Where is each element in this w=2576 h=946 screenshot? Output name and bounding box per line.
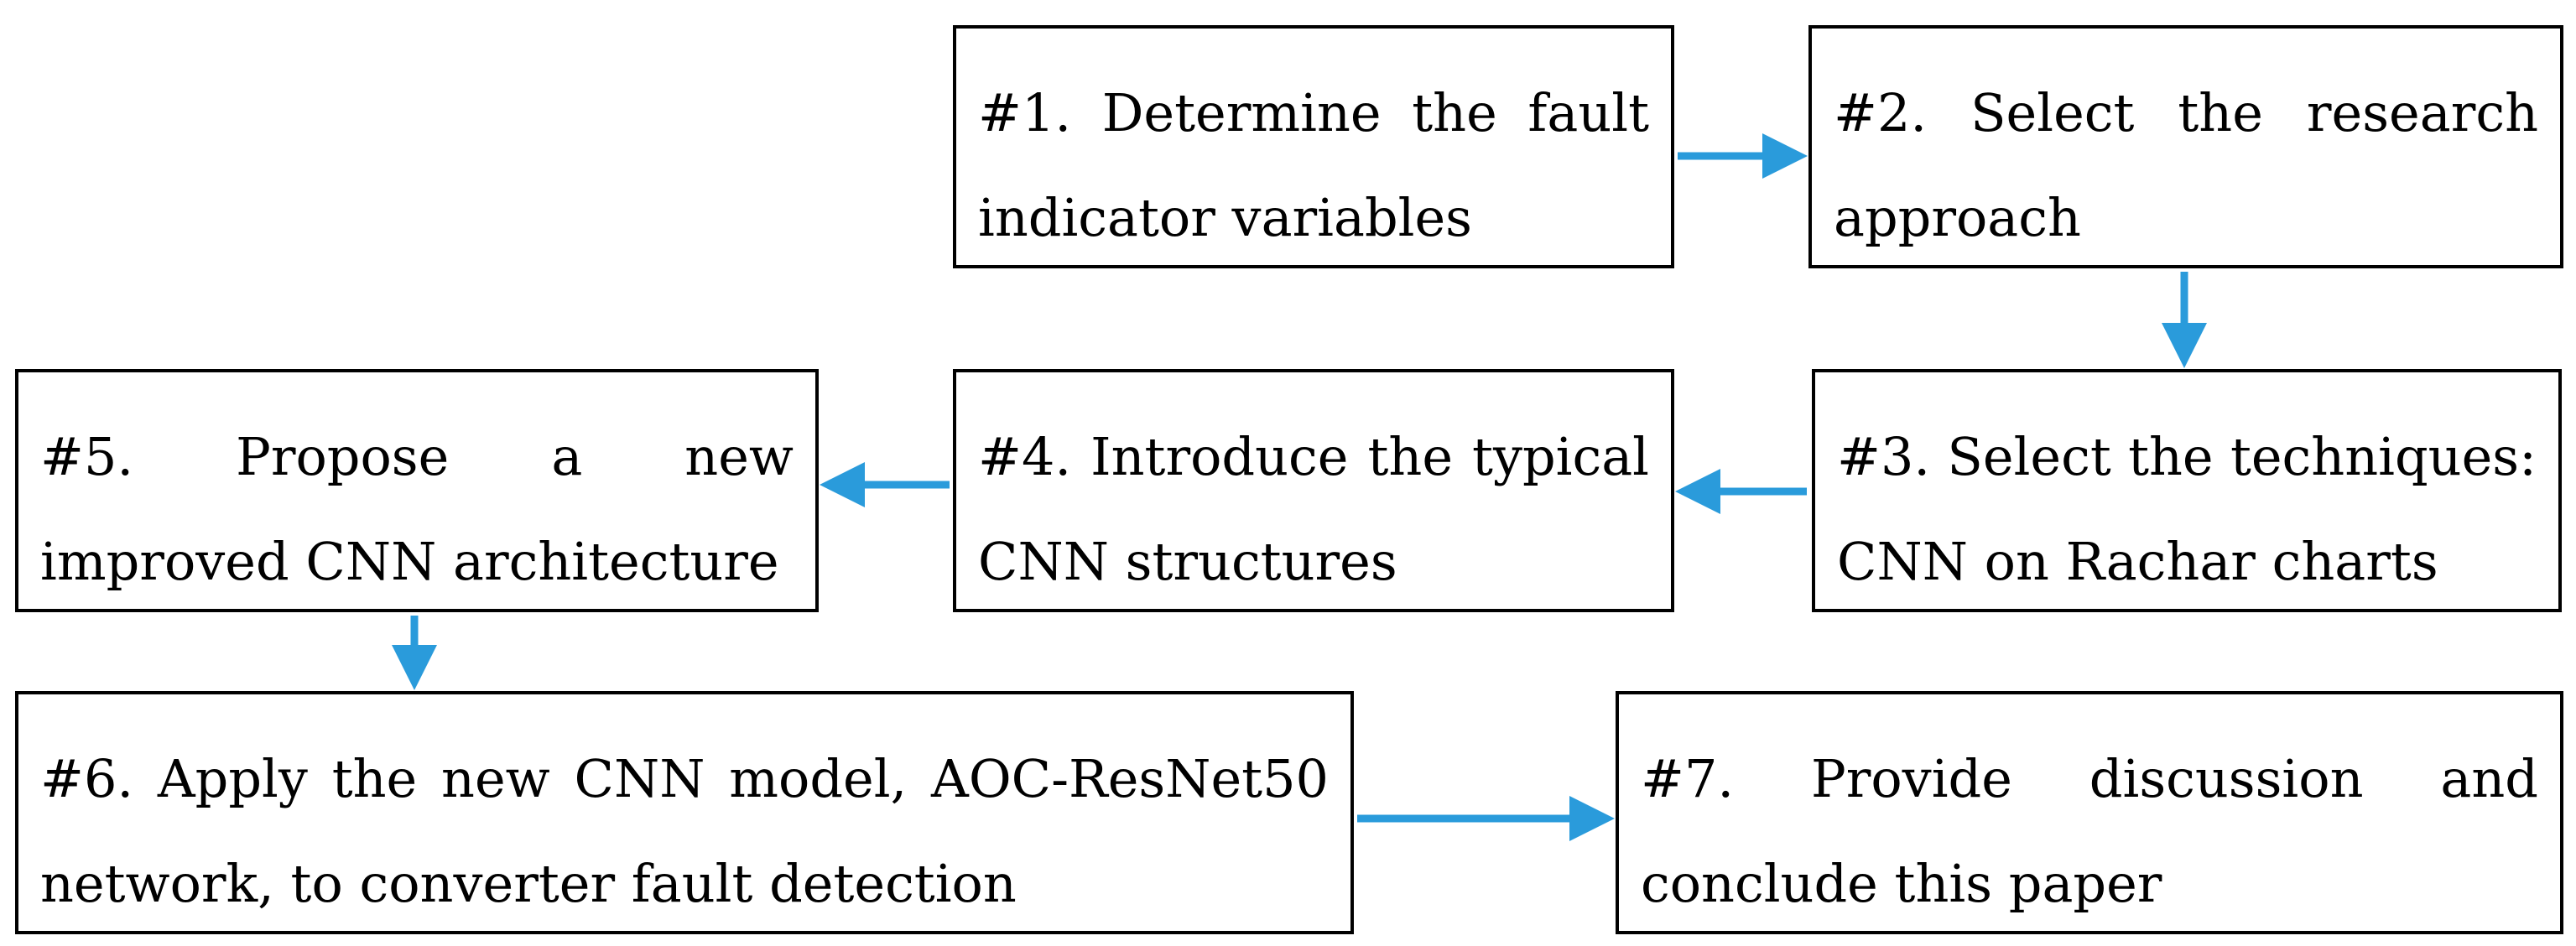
step-3-text: #3. Select the techniques: CNN on Rachar… <box>1837 426 2537 592</box>
step-1-text: #1. Determine the fault indicator variab… <box>978 82 1649 248</box>
step-4-box: #4. Introduce the typical CNN structures <box>953 369 1674 612</box>
step-6-text: #6. Apply the new CNN model, AOC-ResNet5… <box>40 748 1329 914</box>
step-1-box: #1. Determine the fault indicator variab… <box>953 25 1674 268</box>
step-7-box: #7. Provide discussion and conclude this… <box>1616 691 2563 934</box>
step-4-text: #4. Introduce the typical CNN structures <box>978 426 1649 592</box>
step-7-text: #7. Provide discussion and conclude this… <box>1641 748 2538 914</box>
step-2-text: #2. Select the research approach <box>1834 82 2538 248</box>
step-6-box: #6. Apply the new CNN model, AOC-ResNet5… <box>15 691 1354 934</box>
step-2-box: #2. Select the research approach <box>1808 25 2563 268</box>
step-5-text: #5. Propose a new improved CNN architect… <box>40 426 794 592</box>
step-3-box: #3. Select the techniques: CNN on Rachar… <box>1812 369 2562 612</box>
step-5-box: #5. Propose a new improved CNN architect… <box>15 369 819 612</box>
